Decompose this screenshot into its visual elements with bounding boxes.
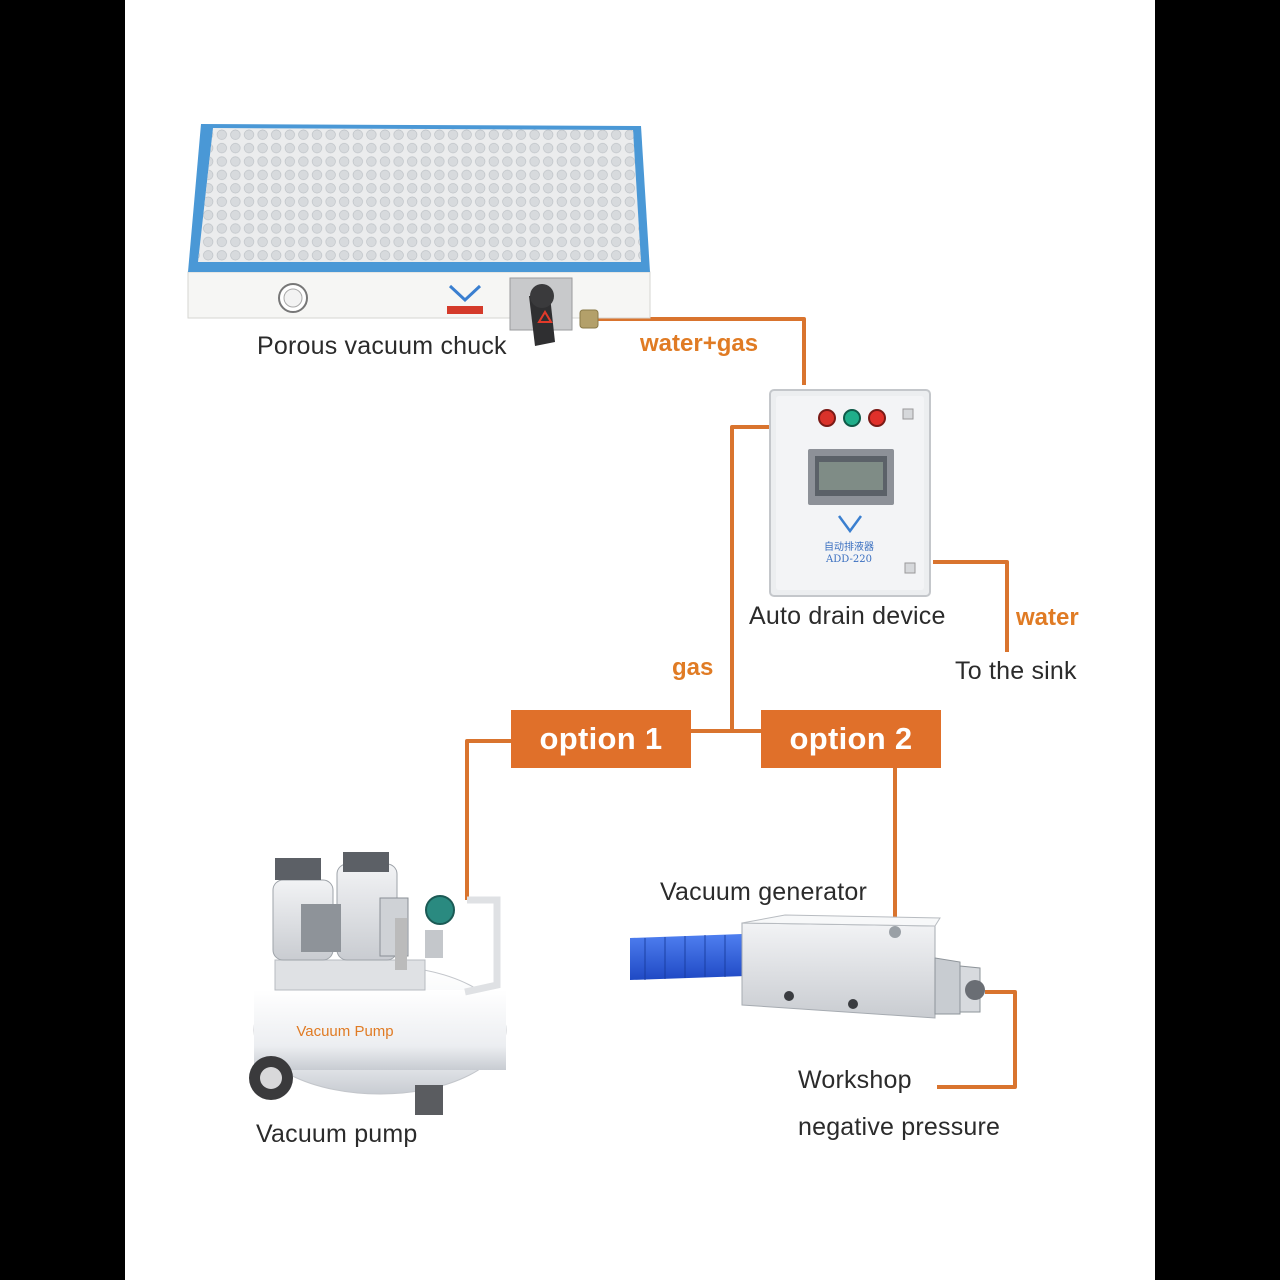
- vacuum-generator-image: [630, 914, 985, 1019]
- drain-model-label: ADD-220: [825, 554, 872, 565]
- water-gas-flow-label: water+gas: [640, 330, 759, 357]
- pipe-option1-to-pump: [465, 739, 513, 900]
- pump-label: Vacuum pump: [256, 1120, 418, 1148]
- drain-label: Auto drain device: [749, 602, 946, 630]
- pipe-generator-to-workshop: [937, 990, 1017, 1089]
- workshop-label-line1: Workshop: [798, 1066, 912, 1094]
- gas-flow-label: gas: [672, 654, 714, 681]
- option-1-box: option 1: [511, 710, 691, 768]
- sink-label: To the sink: [955, 657, 1077, 685]
- chuck-label: Porous vacuum chuck: [257, 332, 507, 360]
- vacuum-chuck-image: [187, 124, 651, 346]
- generator-label: Vacuum generator: [660, 878, 868, 906]
- auto-drain-device-image: 自动排液器 ADD-220: [769, 389, 931, 597]
- pipe-drain-to-options: [730, 425, 770, 731]
- pipe-lines: [465, 317, 1017, 1089]
- water-flow-label: water: [1016, 604, 1079, 631]
- vacuum-pump-image: Vacuum Pump: [249, 852, 507, 1115]
- pipe-drain-to-sink: [933, 560, 1009, 652]
- diagram-svg: 自动排液器 ADD-220 Vacuum Pump: [187, 124, 1017, 1115]
- option-2-box: option 2: [761, 710, 941, 768]
- workshop-label-line2: negative pressure: [798, 1113, 1001, 1141]
- pipe-chuck-to-drain: [595, 317, 806, 385]
- pump-tank-label: Vacuum Pump: [296, 1023, 393, 1040]
- drain-cn-label: 自动排液器: [824, 540, 874, 553]
- diagram-canvas: 自动排液器 ADD-220 Vacuum Pump: [125, 0, 1155, 1280]
